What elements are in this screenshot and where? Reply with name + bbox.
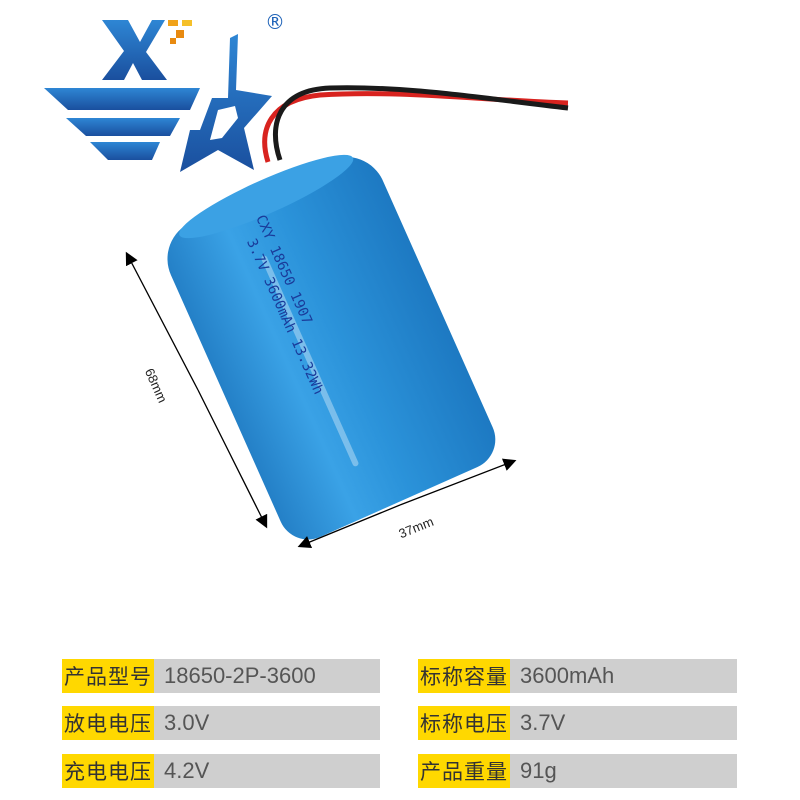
- spec-value: 3.0V: [154, 706, 380, 740]
- spec-value: 91g: [510, 754, 737, 788]
- spec-row-weight: 产品重量 91g: [418, 754, 737, 788]
- spec-row-capacity: 标称容量 3600mAh: [418, 659, 737, 693]
- spec-row-charge-voltage: 充电电压 4.2V: [62, 754, 380, 788]
- star-wing-logo-icon: [44, 20, 272, 172]
- spec-label: 标称容量: [418, 659, 510, 693]
- registered-mark: ®: [265, 10, 285, 34]
- spec-row-discharge-voltage: 放电电压 3.0V: [62, 706, 380, 740]
- spec-label: 标称电压: [418, 706, 510, 740]
- spec-label: 充电电压: [62, 754, 154, 788]
- spec-row-model: 产品型号 18650-2P-3600: [62, 659, 380, 693]
- spec-value: 4.2V: [154, 754, 380, 788]
- spec-label: 放电电压: [62, 706, 154, 740]
- spec-label: 产品重量: [418, 754, 510, 788]
- spec-row-nominal-voltage: 标称电压 3.7V: [418, 706, 737, 740]
- spec-value: 3.7V: [510, 706, 737, 740]
- spec-label: 产品型号: [62, 659, 154, 693]
- brand-logo: ®: [40, 10, 300, 180]
- spec-value: 18650-2P-3600: [154, 659, 380, 693]
- spec-value: 3600mAh: [510, 659, 737, 693]
